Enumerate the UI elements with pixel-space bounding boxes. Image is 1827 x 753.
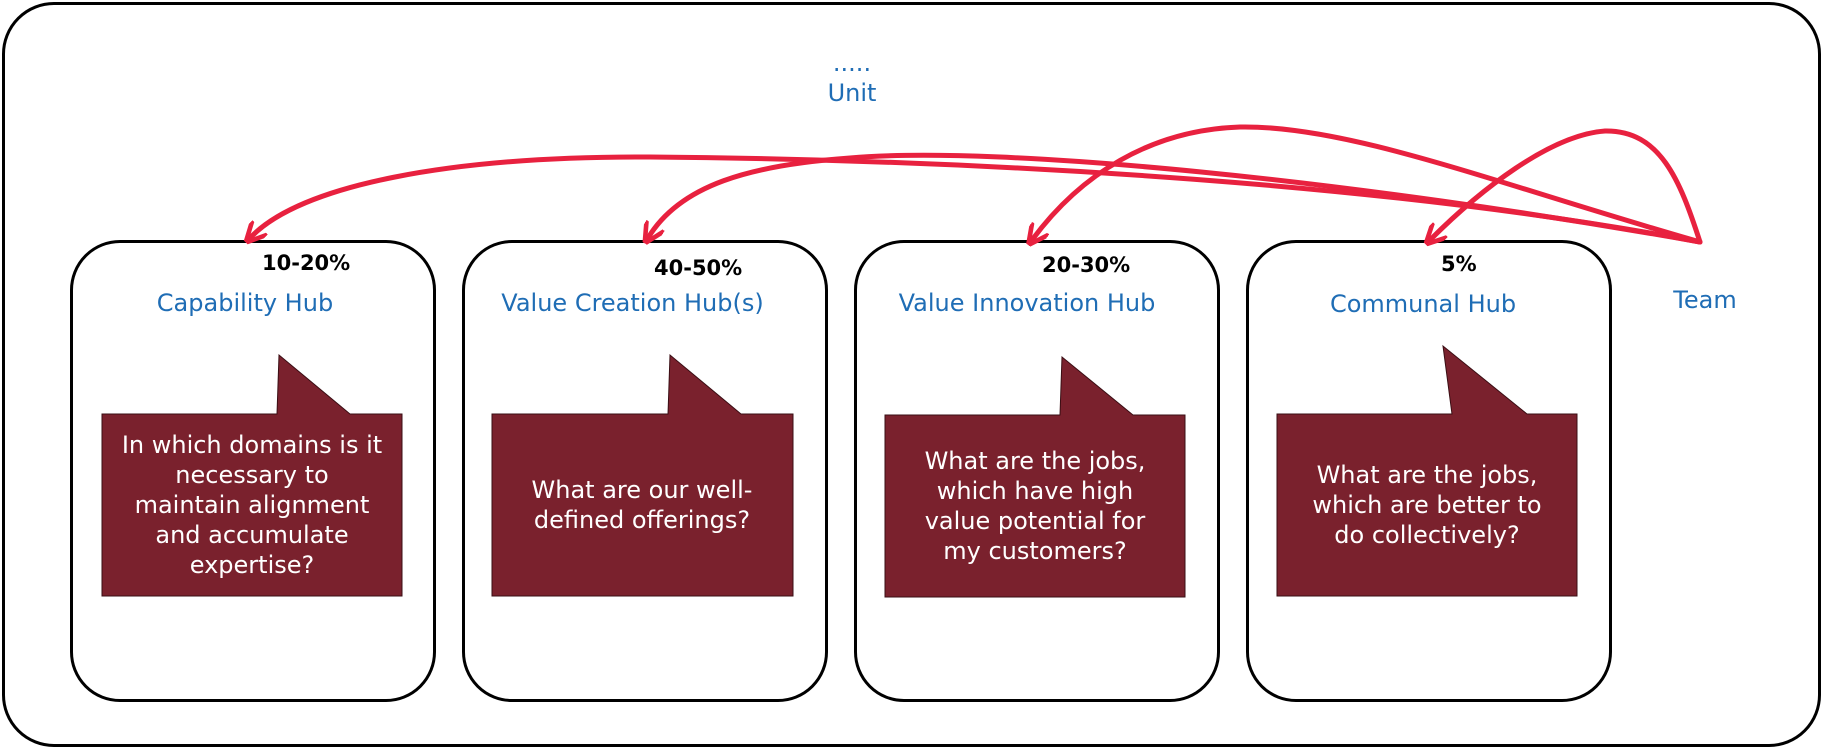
hub-capability-question: In which domains is it necessary to main…: [121, 431, 383, 579]
hub-value-innovation-title: Value Innovation Hub: [898, 289, 1156, 317]
hub-communal-percentage: 5%: [1441, 252, 1477, 276]
arrow-team-to-capability: [250, 154, 1703, 242]
arrow-team-to-value-innovation: [1032, 124, 1703, 242]
hub-value-innovation-percentage: 20-30%: [1042, 253, 1131, 277]
hub-value-innovation-question: What are the jobs, which have high value…: [924, 447, 1146, 565]
speech-bubble-capability: [101, 353, 403, 597]
hub-value-creation-percentage: 40-50%: [654, 256, 743, 280]
hub-communal-question: What are the jobs, which are better to d…: [1312, 461, 1542, 549]
arrow-team-to-communal: [1430, 128, 1703, 242]
team-label: Team: [1673, 286, 1737, 314]
arrow-team-to-value-creation: [648, 152, 1703, 242]
hub-capability-title: Capability Hub: [156, 289, 334, 317]
speech-bubble-value-creation: [491, 353, 794, 597]
hub-communal-title: Communal Hub: [1329, 290, 1517, 318]
speech-bubble-communal: [1276, 344, 1578, 597]
speech-bubble-value-innovation: [884, 355, 1186, 598]
team-arrows: [250, 124, 1703, 242]
hub-value-creation-title: Value Creation Hub(s): [501, 289, 764, 317]
unit-name: Unit: [827, 79, 877, 107]
speech-bubbles: [101, 344, 1578, 598]
hub-value-creation-question: What are our well-defined offerings?: [531, 476, 753, 534]
unit-dots: .....: [832, 49, 872, 77]
hub-capability-percentage: 10-20%: [262, 251, 351, 275]
unit-label: ..... Unit: [752, 48, 952, 108]
